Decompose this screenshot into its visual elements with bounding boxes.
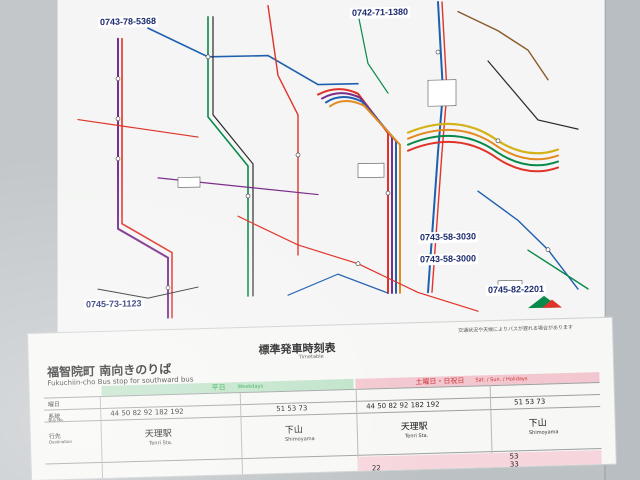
timetable-grid: 平日 Weekdays 土曜日・日祝日 Sat. / Sun. / Holida… bbox=[43, 372, 603, 480]
weekday-routes-b: 51 53 73 bbox=[276, 404, 308, 414]
dest-shimo-weekend: 下山 bbox=[528, 418, 547, 430]
phone-number: 0743-58-3030 bbox=[418, 231, 479, 244]
row-label-day: 曜日 bbox=[47, 401, 61, 409]
route-map-lines bbox=[77, 1, 589, 319]
dest-shimo-weekday: 下山 bbox=[284, 425, 303, 436]
weekend-routes-b: 51 53 73 bbox=[513, 397, 546, 407]
dest-tenri-weekend-en: Tenri Sta. bbox=[404, 432, 429, 440]
timetable-heading-en: Timetable bbox=[298, 353, 324, 361]
operator-logo bbox=[528, 295, 562, 309]
row-label-dest-en: Destination bbox=[48, 438, 73, 445]
phone-number: 0743-58-3000 bbox=[418, 253, 479, 266]
weekday-routes-a: 44 50 82 92 182 192 bbox=[110, 407, 184, 418]
row-label-bus-no-en: Bus No. bbox=[48, 417, 64, 423]
dest-tenri-weekday: 天理駅 bbox=[144, 429, 173, 440]
phone-number: 0742-71-1380 bbox=[350, 6, 411, 19]
timetable-heading: 標準発車時刻表 bbox=[258, 341, 336, 357]
weekday-label: 平日 bbox=[211, 383, 226, 392]
dest-shimo-weekend-en: Shimoyama bbox=[528, 429, 559, 437]
weekend-routes-a: 44 50 82 92 182 192 bbox=[366, 400, 440, 411]
phone-number: 0745-73-1123 bbox=[84, 298, 144, 311]
dest-tenri-weekday-en: Tenri Sta. bbox=[149, 440, 173, 447]
dest-shimo-weekday-en: Shimoyama bbox=[284, 436, 315, 443]
timetable-note: 交通状況や天候によりバスが遅れる場合があります bbox=[457, 324, 574, 334]
phone-number: 0745-82-2201 bbox=[486, 283, 547, 297]
dest-tenri-weekend: 天理駅 bbox=[400, 421, 428, 433]
hour-value: 53 bbox=[509, 452, 519, 461]
timetable-sheet: 標準発車時刻表 Timetable 交通状況や天候によりバスが遅れる場合がありま… bbox=[28, 317, 616, 480]
bus-route-map: 0743-78-5368 0742-71-1380 0743-58-3030 0… bbox=[58, 0, 604, 339]
grid-line bbox=[239, 392, 244, 480]
phone-number: 0743-78-5368 bbox=[98, 15, 159, 29]
